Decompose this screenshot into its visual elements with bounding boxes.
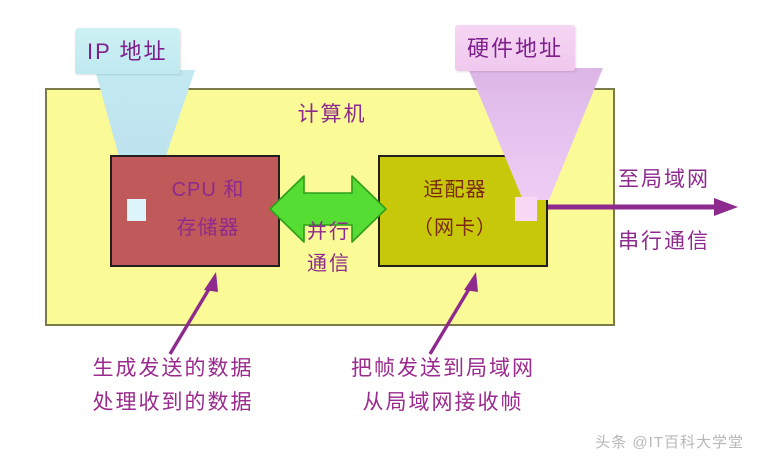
ip-address-callout-label: IP 地址 bbox=[75, 28, 180, 74]
parallel-bus-double-arrow bbox=[269, 175, 387, 243]
adapter-caption-line1: 把帧发送到局域网 bbox=[351, 357, 535, 380]
adapter-function-caption: 把帧发送到局域网 从局域网接收帧 bbox=[318, 352, 568, 420]
adapter-caption-line2: 从局域网接收帧 bbox=[362, 391, 524, 414]
cpu-caption-line2: 处理收到的数据 bbox=[92, 391, 254, 414]
cpu-memory-block: CPU 和 存储器 bbox=[110, 155, 280, 267]
cpu-function-caption: 生成发送的数据 处理收到的数据 bbox=[58, 352, 288, 420]
serial-communication-label: 串行通信 bbox=[618, 230, 710, 253]
hardware-address-cone bbox=[468, 68, 603, 200]
cpu-label-line1: CPU 和 bbox=[171, 179, 245, 201]
watermark-text: 头条 @IT百科大学堂 bbox=[595, 434, 744, 451]
lan-serial-link-arrow bbox=[548, 198, 738, 216]
parallel-label-line1: 并行 bbox=[307, 221, 351, 243]
cpu-label-line2: 存储器 bbox=[176, 217, 240, 239]
parallel-communication-label: 并行 通信 bbox=[283, 216, 375, 280]
adapter-label-line2: （网卡） bbox=[413, 217, 497, 239]
ip-address-cone bbox=[95, 70, 195, 200]
hardware-address-callout-label: 硬件地址 bbox=[455, 25, 576, 71]
network-adapter-label: 适配器 （网卡） bbox=[380, 171, 550, 247]
adapter-label-line1: 适配器 bbox=[423, 179, 487, 201]
adapter-caption-pointer-arrow bbox=[428, 272, 478, 355]
parallel-label-line2: 通信 bbox=[307, 253, 351, 275]
cpu-memory-label: CPU 和 存储器 bbox=[112, 171, 282, 247]
computer-title-label: 计算机 bbox=[297, 103, 367, 126]
ip-address-pointer-tip bbox=[127, 199, 146, 221]
hardware-address-pointer-tip bbox=[515, 197, 537, 221]
lan-destination-label: 至局域网 bbox=[618, 168, 710, 191]
cpu-caption-line1: 生成发送的数据 bbox=[92, 357, 254, 380]
cpu-caption-pointer-arrow bbox=[168, 272, 218, 355]
